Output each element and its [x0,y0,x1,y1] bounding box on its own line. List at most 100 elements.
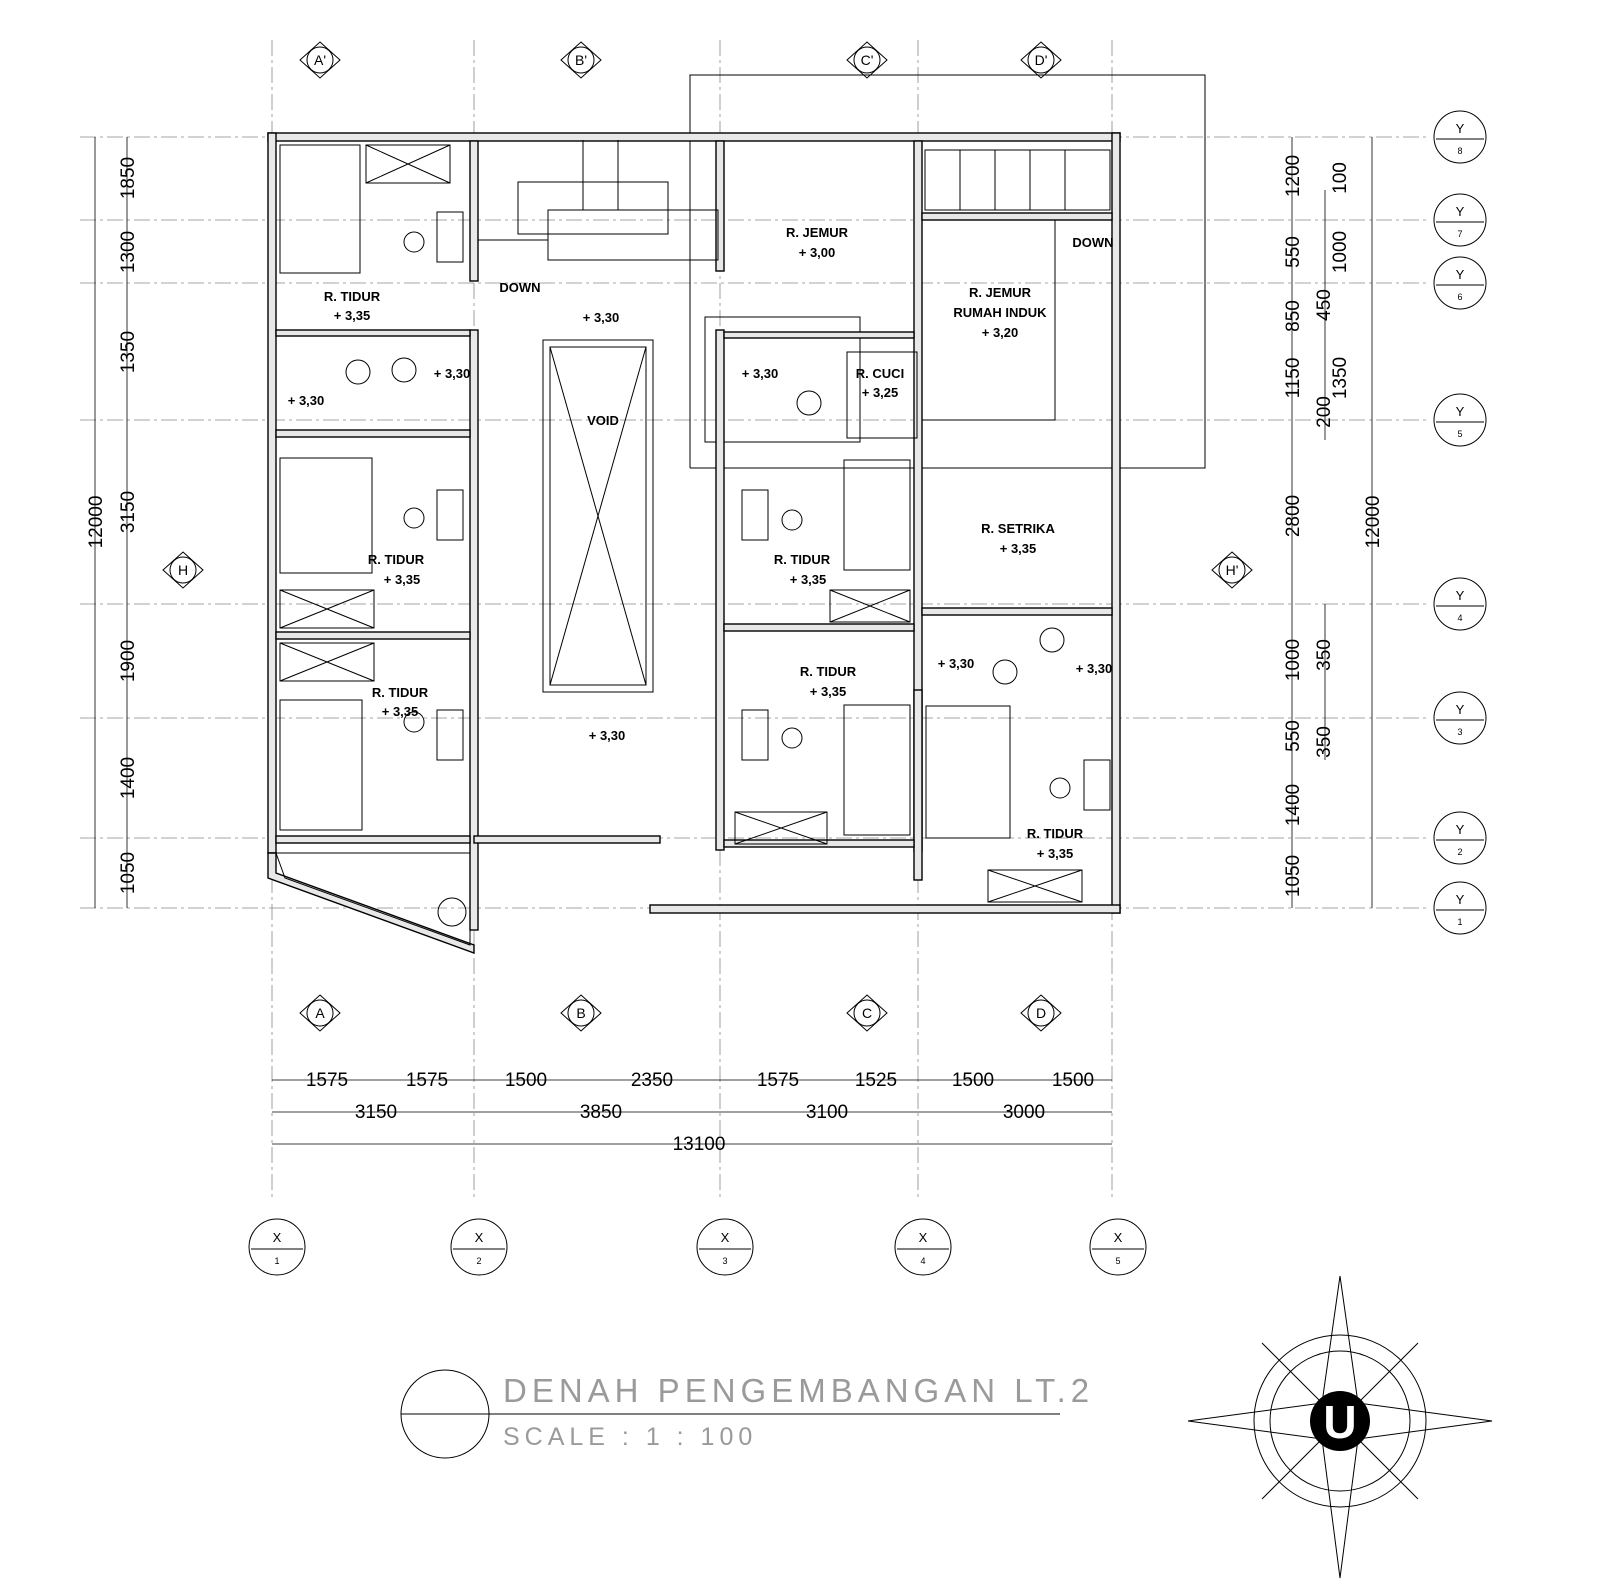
grid-axis: Y [1456,267,1465,282]
room-elevation: + 3,35 [334,308,371,323]
dimension-value: 350 [1314,726,1335,758]
grid-number: 1 [1457,917,1462,927]
dimension-value: 450 [1314,289,1335,321]
drawing-title: DENAH PENGEMBANGAN LT.2 [503,1372,1094,1409]
grid-axis: Y [1456,121,1465,136]
title-block: DENAH PENGEMBANGAN LT.2 SCALE : 1 : 100 [400,1369,1094,1459]
grid-bubbles-x: X 1 X 2 X 3 X 4 X 5 [248,1218,1147,1276]
room-elevation: + 3,20 [982,325,1019,340]
room-name: R. TIDUR [324,289,381,304]
dimension-value: 1525 [855,1070,897,1091]
wc-elevation: + 3,30 [288,393,325,408]
grid-number: 4 [920,1256,925,1266]
dimension-value: 3000 [1003,1102,1045,1123]
dimension-value: 1400 [1283,784,1304,826]
room-name: R. SETRIKA [981,521,1055,536]
grid-axis: Y [1456,822,1465,837]
hall-elevation: + 3,30 [583,310,620,325]
dimension-total: 12000 [86,496,107,549]
room-elevation: + 3,35 [384,572,421,587]
wc-elevation: + 3,30 [1076,661,1113,676]
dimension-value: 550 [1283,236,1304,268]
grid-number: 3 [1457,727,1462,737]
room-name: R. TIDUR [774,552,831,567]
dimension-value: 100 [1330,162,1351,194]
dimension-value: 1050 [118,852,139,894]
dimension-value: 1050 [1283,855,1304,897]
dimension-value: 3150 [355,1102,397,1123]
north-arrow: U [1187,1275,1493,1579]
grid-lines [80,40,1430,1200]
grid-axis: Y [1456,204,1465,219]
grid-axis: X [273,1230,282,1245]
room-name: R. JEMUR [786,225,849,240]
dimension-value: 200 [1314,396,1335,428]
room-name: R. TIDUR [1027,826,1084,841]
down-label: DOWN [1072,235,1113,250]
room-name: R. TIDUR [372,685,429,700]
section-mark: H [178,562,188,578]
room-elevation: + 3,00 [799,245,836,260]
grid-axis: Y [1456,404,1465,419]
dimension-value: 1300 [118,231,139,273]
furniture [279,144,1111,927]
dimensions-bottom: 1575 1575 1500 2350 1575 1525 1500 1500 … [272,1070,1112,1155]
dimension-value: 1150 [1283,358,1304,399]
grid-axis: X [1114,1230,1123,1245]
dimension-value: 350 [1314,639,1335,671]
room-labels: R. TIDUR + 3,35 R. TIDUR + 3,35 R. TIDUR… [288,225,1114,861]
dimension-value: 1400 [118,757,139,799]
grid-axis: Y [1456,892,1465,907]
section-mark: A [315,1005,325,1021]
grid-axis: X [475,1230,484,1245]
section-mark: B' [575,52,587,68]
wc-elevation: + 3,30 [938,656,975,671]
section-markers: A' B' C' D' A B C D H H' [162,41,1253,1032]
room-name: R. TIDUR [368,552,425,567]
dimension-value: 1575 [757,1070,799,1091]
dimension-total: 13100 [673,1134,726,1155]
room-elevation: + 3,25 [862,385,899,400]
dimension-value: 1000 [1283,639,1304,681]
down-label: DOWN [499,280,540,295]
section-mark: D' [1035,52,1048,68]
room-name: R. TIDUR [800,664,857,679]
grid-number: 2 [476,1256,481,1266]
dimension-value: 1575 [306,1070,348,1091]
dimension-value: 850 [1283,300,1304,332]
grid-number: 2 [1457,847,1462,857]
section-mark: B [576,1005,585,1021]
room-name: R. CUCI [856,366,904,381]
dimension-value: 3150 [118,491,139,533]
void-label: VOID [587,413,619,428]
grid-number: 7 [1457,229,1462,239]
dimension-value: 3100 [806,1102,848,1123]
grid-number: 6 [1457,292,1462,302]
dimensions-right: 1200 550 850 1150 2800 1000 550 1400 105… [1283,137,1384,908]
grid-number: 5 [1457,429,1462,439]
wc-elevation: + 3,30 [742,366,779,381]
grid-number: 1 [274,1256,279,1266]
section-mark: D [1036,1005,1046,1021]
grid-number: 4 [1457,613,1462,623]
walls [267,132,1121,954]
section-mark: C' [861,52,874,68]
roof-outline [689,74,1206,469]
dimension-value: 1000 [1330,231,1351,273]
room-name: RUMAH INDUK [953,305,1047,320]
grid-number: 8 [1457,146,1462,156]
dimension-value: 2800 [1283,495,1304,537]
room-elevation: + 3,35 [382,704,419,719]
dimension-value: 550 [1283,720,1304,752]
drawing-scale: SCALE : 1 : 100 [503,1423,757,1451]
room-elevation: + 3,35 [1037,846,1074,861]
dimension-value: 1500 [952,1070,994,1091]
dimension-value: 1575 [406,1070,448,1091]
grid-axis: Y [1456,702,1465,717]
wc-elevation: + 3,30 [434,366,471,381]
dimension-value: 1350 [118,331,139,373]
dimension-value: 1350 [1330,357,1351,399]
grid-axis: X [919,1230,928,1245]
stairs-left [478,140,719,261]
